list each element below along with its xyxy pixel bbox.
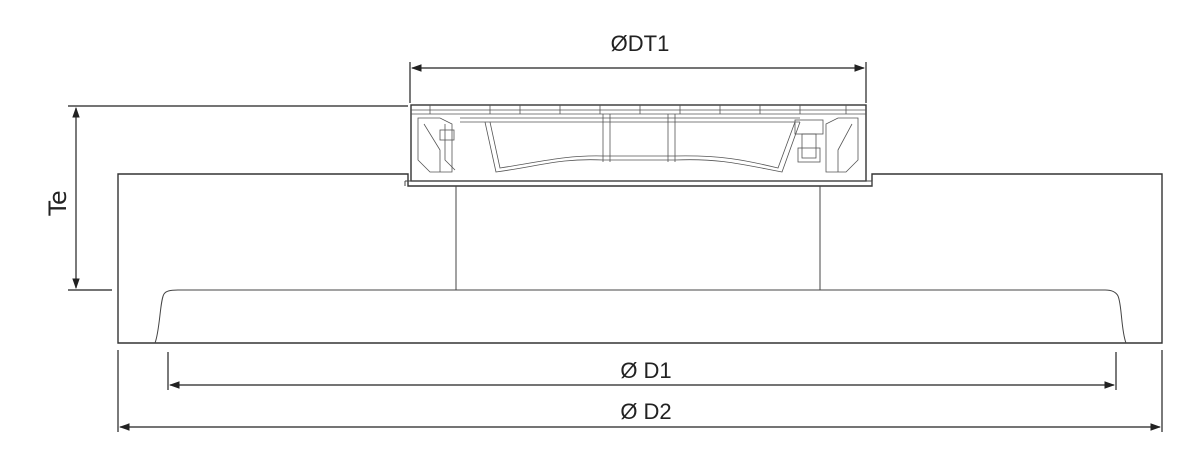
- base-frame: [117, 173, 1163, 344]
- cover-assembly: [404, 104, 873, 186]
- dimension-dt1: ØDT1: [409, 31, 867, 103]
- dimension-d2: Ø D2: [117, 350, 1163, 432]
- d2-label: Ø D2: [620, 399, 671, 424]
- dimension-te: Te: [44, 105, 408, 291]
- dimension-d1: Ø D1: [167, 352, 1117, 390]
- dt1-label: ØDT1: [611, 31, 670, 56]
- d1-label: Ø D1: [620, 358, 671, 383]
- te-label: Te: [44, 190, 72, 216]
